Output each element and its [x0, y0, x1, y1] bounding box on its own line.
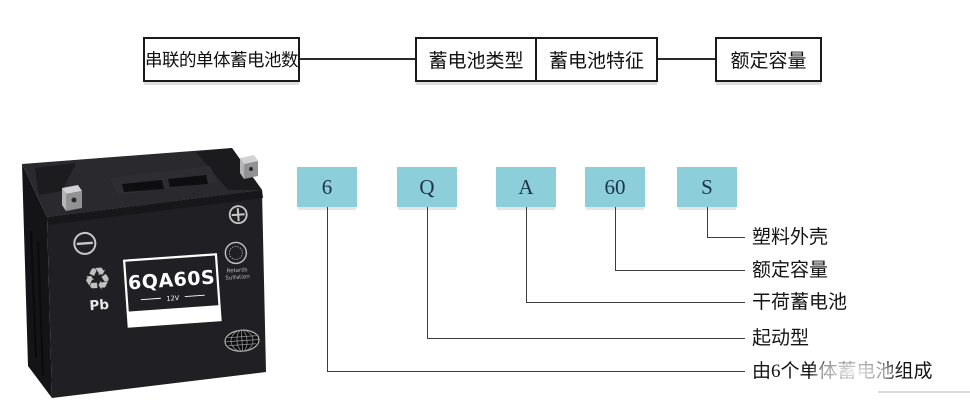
header-box-cells-in-series: 串联的单体蓄电池数 — [143, 37, 300, 82]
connector-6 — [327, 207, 745, 372]
battery-image: ♻ Pb 6QA60S 12V Retards Sulfation — [22, 148, 266, 398]
code-box-q: Q — [397, 167, 457, 207]
header-box-battery-feature: 蓄电池特征 — [535, 37, 658, 82]
badge-caption-1: Retards — [226, 267, 248, 274]
battery-terminal-positive — [240, 155, 258, 179]
connector-q — [427, 207, 745, 339]
meaning-six-cells: 由6个单体蓄电池组成 — [752, 361, 933, 382]
header-box-battery-type: 蓄电池类型 — [415, 37, 537, 82]
plus-icon — [228, 205, 248, 225]
code-box-a: A — [496, 167, 556, 207]
battery-pb-label: Pb — [89, 297, 110, 314]
recycle-icon: ♻ — [82, 261, 112, 299]
code-box-6: 6 — [297, 167, 357, 207]
connector-s — [707, 207, 745, 238]
connector-a — [526, 207, 745, 303]
badge-caption-2: Sulfation — [225, 274, 250, 282]
code-box-s: S — [677, 167, 737, 207]
header-box-rated-capacity: 额定容量 — [715, 37, 822, 82]
globe-logo-icon — [224, 329, 260, 352]
battery-left-side — [22, 164, 52, 398]
code-box-60: 60 — [585, 167, 645, 207]
meaning-dry-charged: 干荷蓄电池 — [752, 292, 848, 313]
watermark-artifact-line — [878, 391, 970, 393]
minus-icon — [73, 231, 97, 255]
meaning-starting-type: 起动型 — [752, 328, 810, 349]
battery-terminal-negative — [62, 185, 82, 211]
meaning-rated-capacity: 额定容量 — [752, 260, 829, 281]
header-connector-line-1 — [300, 58, 415, 60]
battery-front-face — [47, 190, 266, 398]
connector-60 — [615, 207, 745, 271]
header-connector-line-2 — [658, 58, 715, 60]
battery-voltage-text: 12V — [166, 294, 180, 303]
meaning-plastic-case: 塑料外壳 — [752, 227, 829, 248]
